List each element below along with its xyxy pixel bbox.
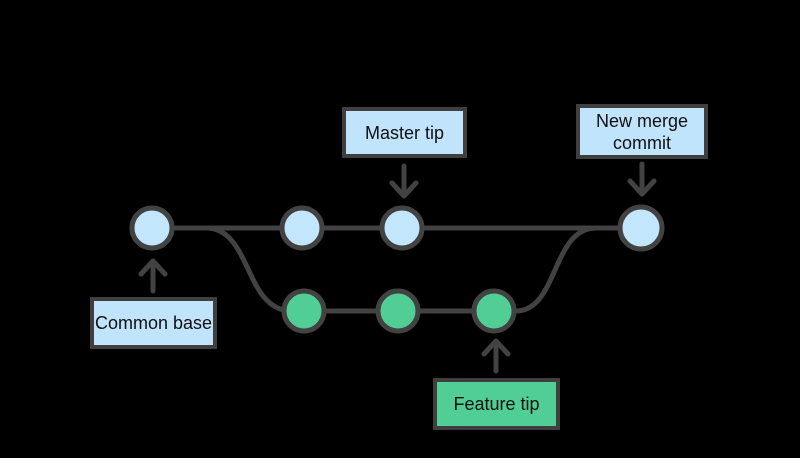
commit-feature-1 [281, 288, 327, 334]
arrow-down-merge-commit-icon [627, 161, 657, 197]
commit-feature-2 [375, 288, 421, 334]
commit-master-tip [379, 205, 425, 251]
commit-merge [617, 204, 665, 252]
arrow-down-master-tip-icon [389, 163, 419, 199]
feature-tip-label-text: Feature tip [453, 394, 540, 414]
common-base-label-text: Common base [94, 313, 213, 333]
commit-feature-tip [471, 288, 517, 334]
arrow-up-feature-tip-icon [481, 338, 511, 374]
feature-tip-label: Feature tip [433, 378, 560, 430]
new-merge-commit-label: New merge commit [576, 104, 708, 159]
master-tip-label-text: Master tip [364, 122, 445, 143]
new-merge-commit-label-text: New merge commit [595, 110, 689, 153]
common-base-label: Common base [90, 297, 217, 349]
commit-common-base [129, 205, 175, 251]
master-tip-label: Master tip [342, 107, 467, 158]
commit-master-2 [279, 205, 325, 251]
arrow-up-common-base-icon [138, 258, 168, 294]
